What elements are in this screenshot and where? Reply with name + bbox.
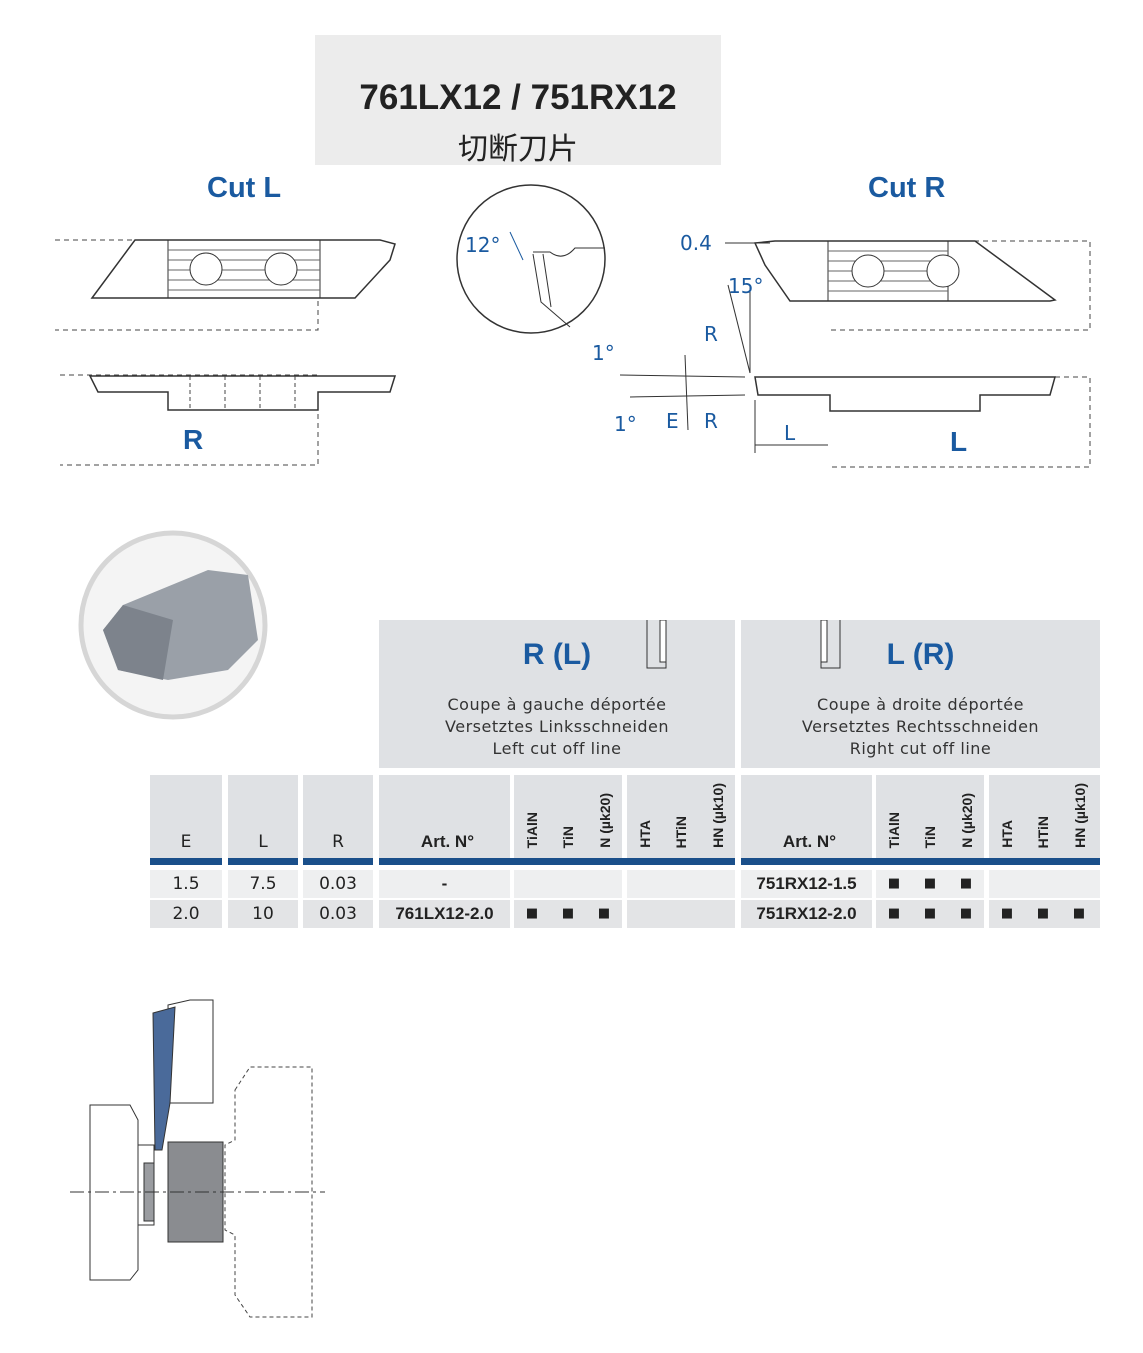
mark: ■ xyxy=(959,876,973,891)
angle-1-bottom: 1° xyxy=(614,412,637,436)
col-label: HTA xyxy=(999,820,1015,848)
col-label: TiAlN xyxy=(886,811,902,848)
col-header-r: R xyxy=(303,775,373,858)
radius-top: R xyxy=(704,322,718,346)
cell-marks: ■ ■ ■ xyxy=(514,900,622,928)
header-rule xyxy=(379,858,735,865)
radius-bottom: R xyxy=(704,409,718,433)
desc-line: Coupe à droite déportée xyxy=(817,695,1024,714)
desc-line: Right cut off line xyxy=(849,739,992,758)
col-header-e: E xyxy=(150,775,222,858)
title-box xyxy=(315,35,721,165)
col-label: TiN xyxy=(560,825,576,848)
col-label: L xyxy=(258,832,268,852)
col-label: R xyxy=(332,832,344,852)
desc-line: Versetztes Rechtsschneiden xyxy=(801,717,1040,736)
mark: ■ xyxy=(1072,906,1086,921)
detail-circle-drawing xyxy=(456,184,606,334)
right-cut-icon xyxy=(820,620,841,669)
dim-l: L xyxy=(784,421,796,445)
group-header-left: R (L) Coupe à gauche déportée Versetztes… xyxy=(379,620,735,768)
col-label: HTiN xyxy=(1035,815,1051,848)
cell-art-left: 761LX12-2.0 xyxy=(379,900,510,928)
cell-art-left: - xyxy=(379,870,510,898)
cut-l-drawing xyxy=(55,239,397,466)
cell-r: 0.03 xyxy=(303,900,373,928)
col-label: E xyxy=(180,832,192,852)
group-title-right: L (R) xyxy=(886,638,955,671)
mark: ■ xyxy=(561,906,575,921)
mark: ■ xyxy=(525,906,539,921)
cell-e: 2.0 xyxy=(150,900,222,928)
col-label: TiN xyxy=(922,825,938,848)
left-cut-icon xyxy=(646,620,667,669)
cut-r-side-label: L xyxy=(950,426,968,457)
col-label: N (µk20) xyxy=(959,793,975,848)
col-header-art-left: Art. N° xyxy=(379,775,510,858)
cell-l: 10 xyxy=(228,900,298,928)
cell-art-right: 751RX12-2.0 xyxy=(741,900,872,928)
header-rule xyxy=(228,858,298,865)
cell-marks xyxy=(627,900,735,928)
cut-r-label: Cut R xyxy=(868,172,946,204)
angle-1-top: 1° xyxy=(592,341,615,365)
group-header-right: L (R) Coupe à droite déportée Versetztes… xyxy=(741,620,1100,768)
col-label: HN (µk10) xyxy=(1072,783,1088,848)
desc-line: Left cut off line xyxy=(492,739,622,758)
cell-art-right: 751RX12-1.5 xyxy=(741,870,872,898)
offset-dim: 0.4 xyxy=(680,231,712,255)
group-desc-left: Coupe à gauche déportée Versetztes Links… xyxy=(379,694,735,760)
col-header-coatings-2-left: HTA HTiN HN (µk10) xyxy=(627,775,735,858)
cell-r: 0.03 xyxy=(303,870,373,898)
group-desc-right: Coupe à droite déportée Versetztes Recht… xyxy=(741,694,1100,760)
col-label: HTiN xyxy=(673,815,689,848)
page-title: 761LX12 / 751RX12 xyxy=(359,78,677,117)
col-header-coatings-1-left: TiAlN TiN N (µk20) xyxy=(514,775,622,858)
desc-line: Versetztes Linksschneiden xyxy=(445,717,669,736)
angle-15: 15° xyxy=(728,274,764,298)
col-header-l: L xyxy=(228,775,298,858)
detail-angle: 12° xyxy=(465,233,501,257)
cell-e: 1.5 xyxy=(150,870,222,898)
header-rule xyxy=(741,858,1100,865)
mark: ■ xyxy=(923,876,937,891)
col-label: Art. N° xyxy=(782,832,836,851)
mark: ■ xyxy=(923,906,937,921)
mark: ■ xyxy=(959,906,973,921)
col-label: Art. N° xyxy=(420,832,474,851)
cell-marks xyxy=(627,870,735,898)
cut-l-label: Cut L xyxy=(207,172,282,204)
col-label: HN (µk10) xyxy=(710,783,726,848)
col-header-coatings-2-right: HTA HTiN HN (µk10) xyxy=(989,775,1100,858)
insert-photo xyxy=(78,530,268,720)
cell-marks: ■ ■ ■ xyxy=(989,900,1100,928)
dim-e: E xyxy=(666,409,679,433)
group-title-left: R (L) xyxy=(522,638,592,671)
machining-illustration xyxy=(70,999,325,1318)
desc-line: Coupe à gauche déportée xyxy=(447,695,667,714)
col-header-coatings-1-right: TiAlN TiN N (µk20) xyxy=(876,775,984,858)
mark: ■ xyxy=(887,906,901,921)
mark: ■ xyxy=(887,876,901,891)
mark: ■ xyxy=(1036,906,1050,921)
col-label: N (µk20) xyxy=(597,793,613,848)
mark: ■ xyxy=(597,906,611,921)
page-subtitle: 切断刀片 xyxy=(458,132,578,167)
cell-marks xyxy=(989,870,1100,898)
cell-marks: ■ ■ ■ xyxy=(876,870,984,898)
col-label: TiAlN xyxy=(524,811,540,848)
header-rule xyxy=(303,858,373,865)
cell-marks xyxy=(514,870,622,898)
mark: ■ xyxy=(1000,906,1014,921)
cell-marks: ■ ■ ■ xyxy=(876,900,984,928)
header-rule xyxy=(150,858,222,865)
col-header-art-right: Art. N° xyxy=(741,775,872,858)
cell-l: 7.5 xyxy=(228,870,298,898)
cut-l-side-label: R xyxy=(183,424,204,455)
cut-r-drawing xyxy=(619,240,1091,468)
col-label: HTA xyxy=(637,820,653,848)
